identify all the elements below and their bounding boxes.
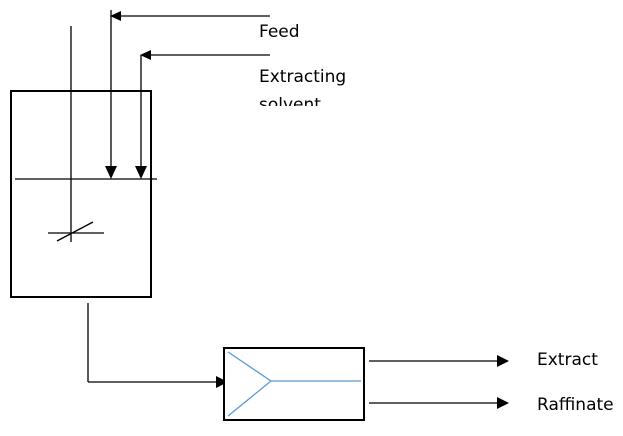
raffinate-label: Raffinate	[537, 395, 614, 415]
extracting-solvent-label-line1: Extracting	[259, 67, 346, 87]
separator-inlet-arrowhead	[216, 376, 228, 388]
extract-arrowhead	[497, 355, 509, 367]
extraction-vessel	[10, 90, 152, 298]
separator-unit	[223, 347, 365, 421]
agitator-blade-diagonal	[56, 221, 94, 242]
extracting-solvent-label-line2: solvent	[259, 95, 321, 115]
solvent-arrowhead-left	[140, 50, 151, 60]
feed-arrowhead-left	[110, 11, 121, 21]
feed-label: Feed	[259, 22, 300, 42]
feed-arrowhead-down	[105, 166, 117, 179]
extract-label: Extract	[537, 350, 598, 370]
solvent-arrowhead-down	[135, 166, 147, 179]
raffinate-arrowhead	[497, 397, 509, 409]
